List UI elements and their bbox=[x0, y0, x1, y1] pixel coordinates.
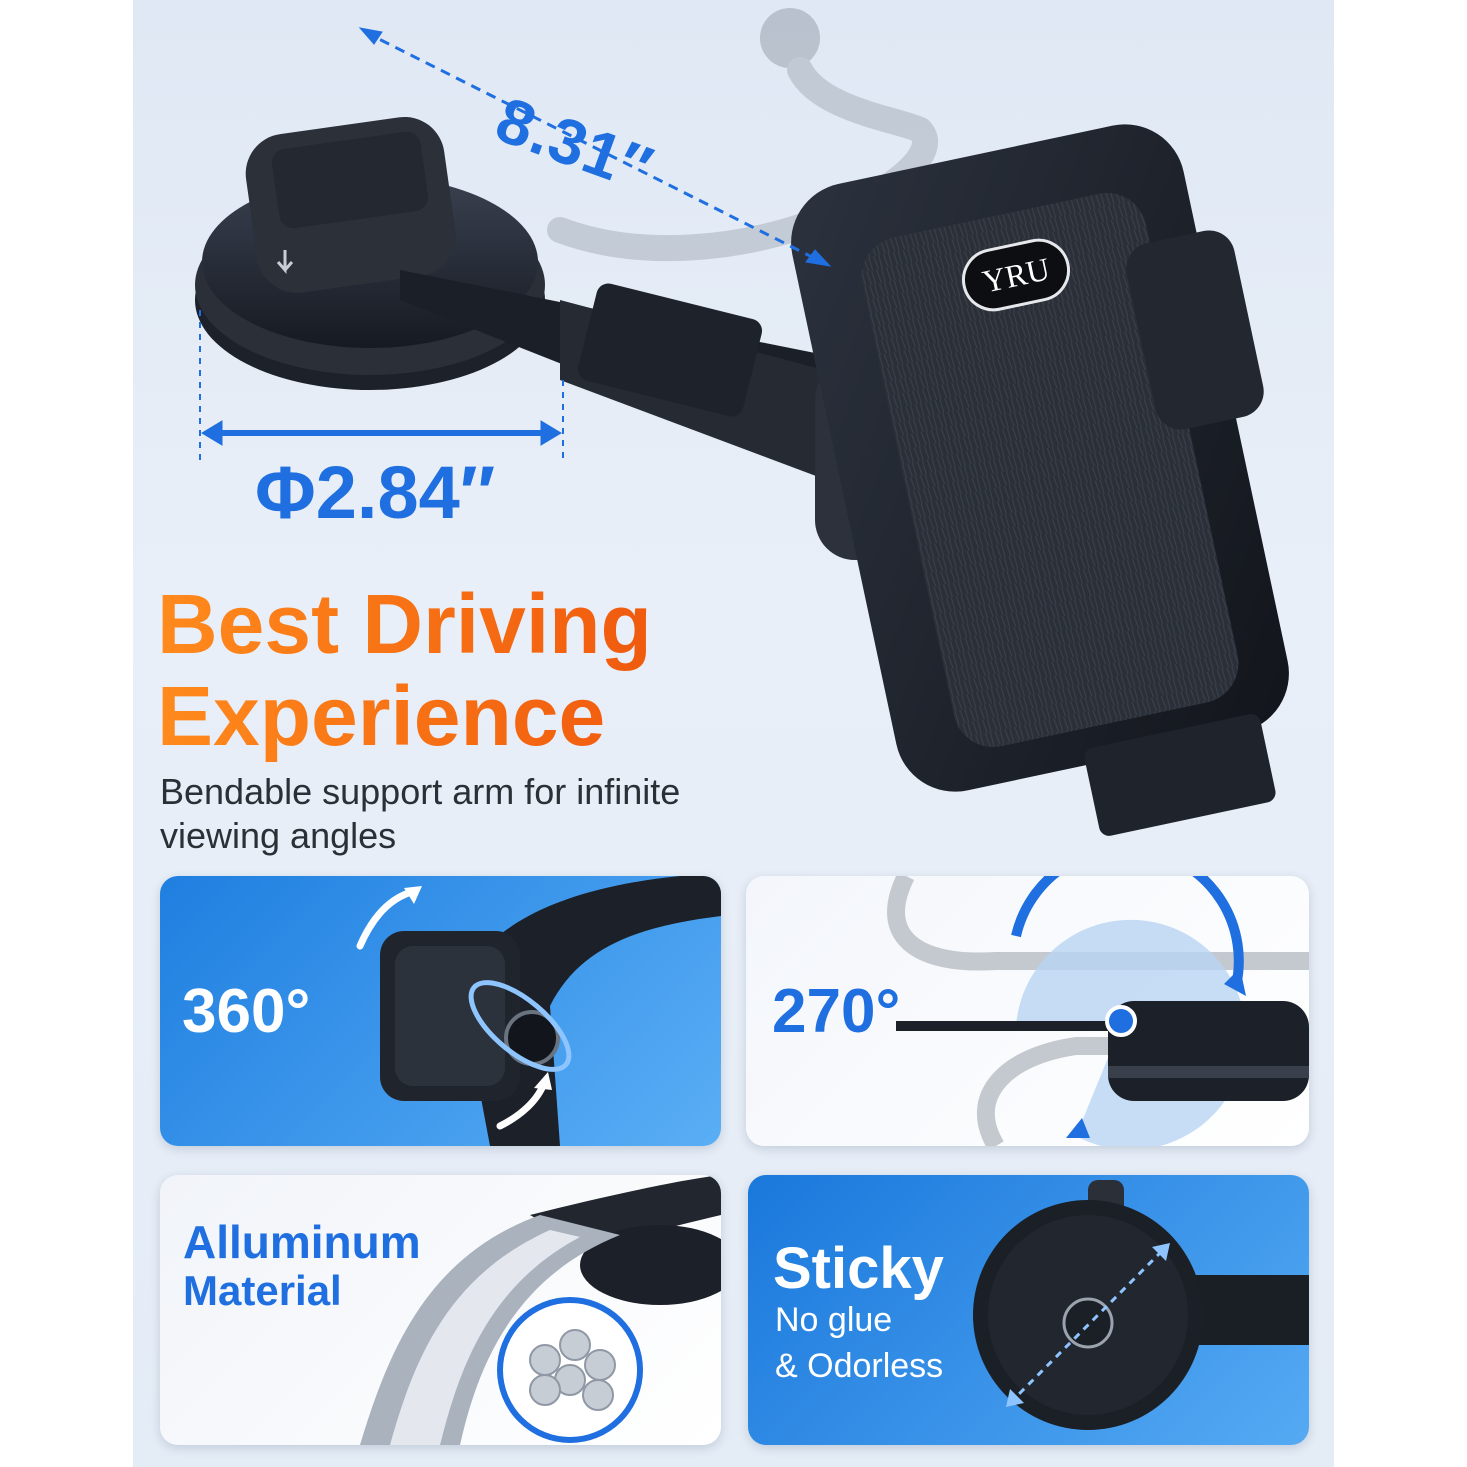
phone-holder: YRU bbox=[791, 124, 1289, 836]
material-subtitle: Material bbox=[183, 1267, 342, 1314]
headline-line-2: Experience bbox=[157, 669, 606, 763]
pivot-illustration bbox=[887, 876, 1309, 1146]
pivot-label: 270° bbox=[772, 977, 901, 1046]
feature-card-material: Alluminum Material bbox=[160, 1175, 721, 1445]
feature-card-rotation: 360° bbox=[160, 876, 721, 1146]
feature-card-pivot: 270° bbox=[746, 876, 1309, 1146]
feature-card-suction: Sticky No glue & Odorless bbox=[748, 1175, 1309, 1445]
suction-pad-illustration bbox=[973, 1180, 1309, 1430]
phone-mount-illustration: YRU bbox=[195, 8, 1289, 836]
headline-line-1: Best Driving bbox=[157, 577, 652, 671]
diameter-dimension: Φ2.84″ bbox=[255, 451, 496, 534]
headline: Best Driving Experience bbox=[157, 578, 652, 762]
dimension-arrows bbox=[199, 27, 832, 460]
suction-base bbox=[195, 116, 545, 390]
suction-line-2: & Odorless bbox=[775, 1347, 944, 1385]
aluminum-arm-illustration bbox=[360, 1175, 721, 1445]
suction-line-1: No glue bbox=[775, 1301, 893, 1339]
suction-title: Sticky bbox=[773, 1236, 944, 1301]
rotation-illustration bbox=[356, 876, 721, 1146]
subtext: Bendable support arm for infinite viewin… bbox=[160, 771, 681, 856]
rotation-label: 360° bbox=[182, 977, 311, 1046]
material-title: Alluminum bbox=[183, 1216, 421, 1268]
